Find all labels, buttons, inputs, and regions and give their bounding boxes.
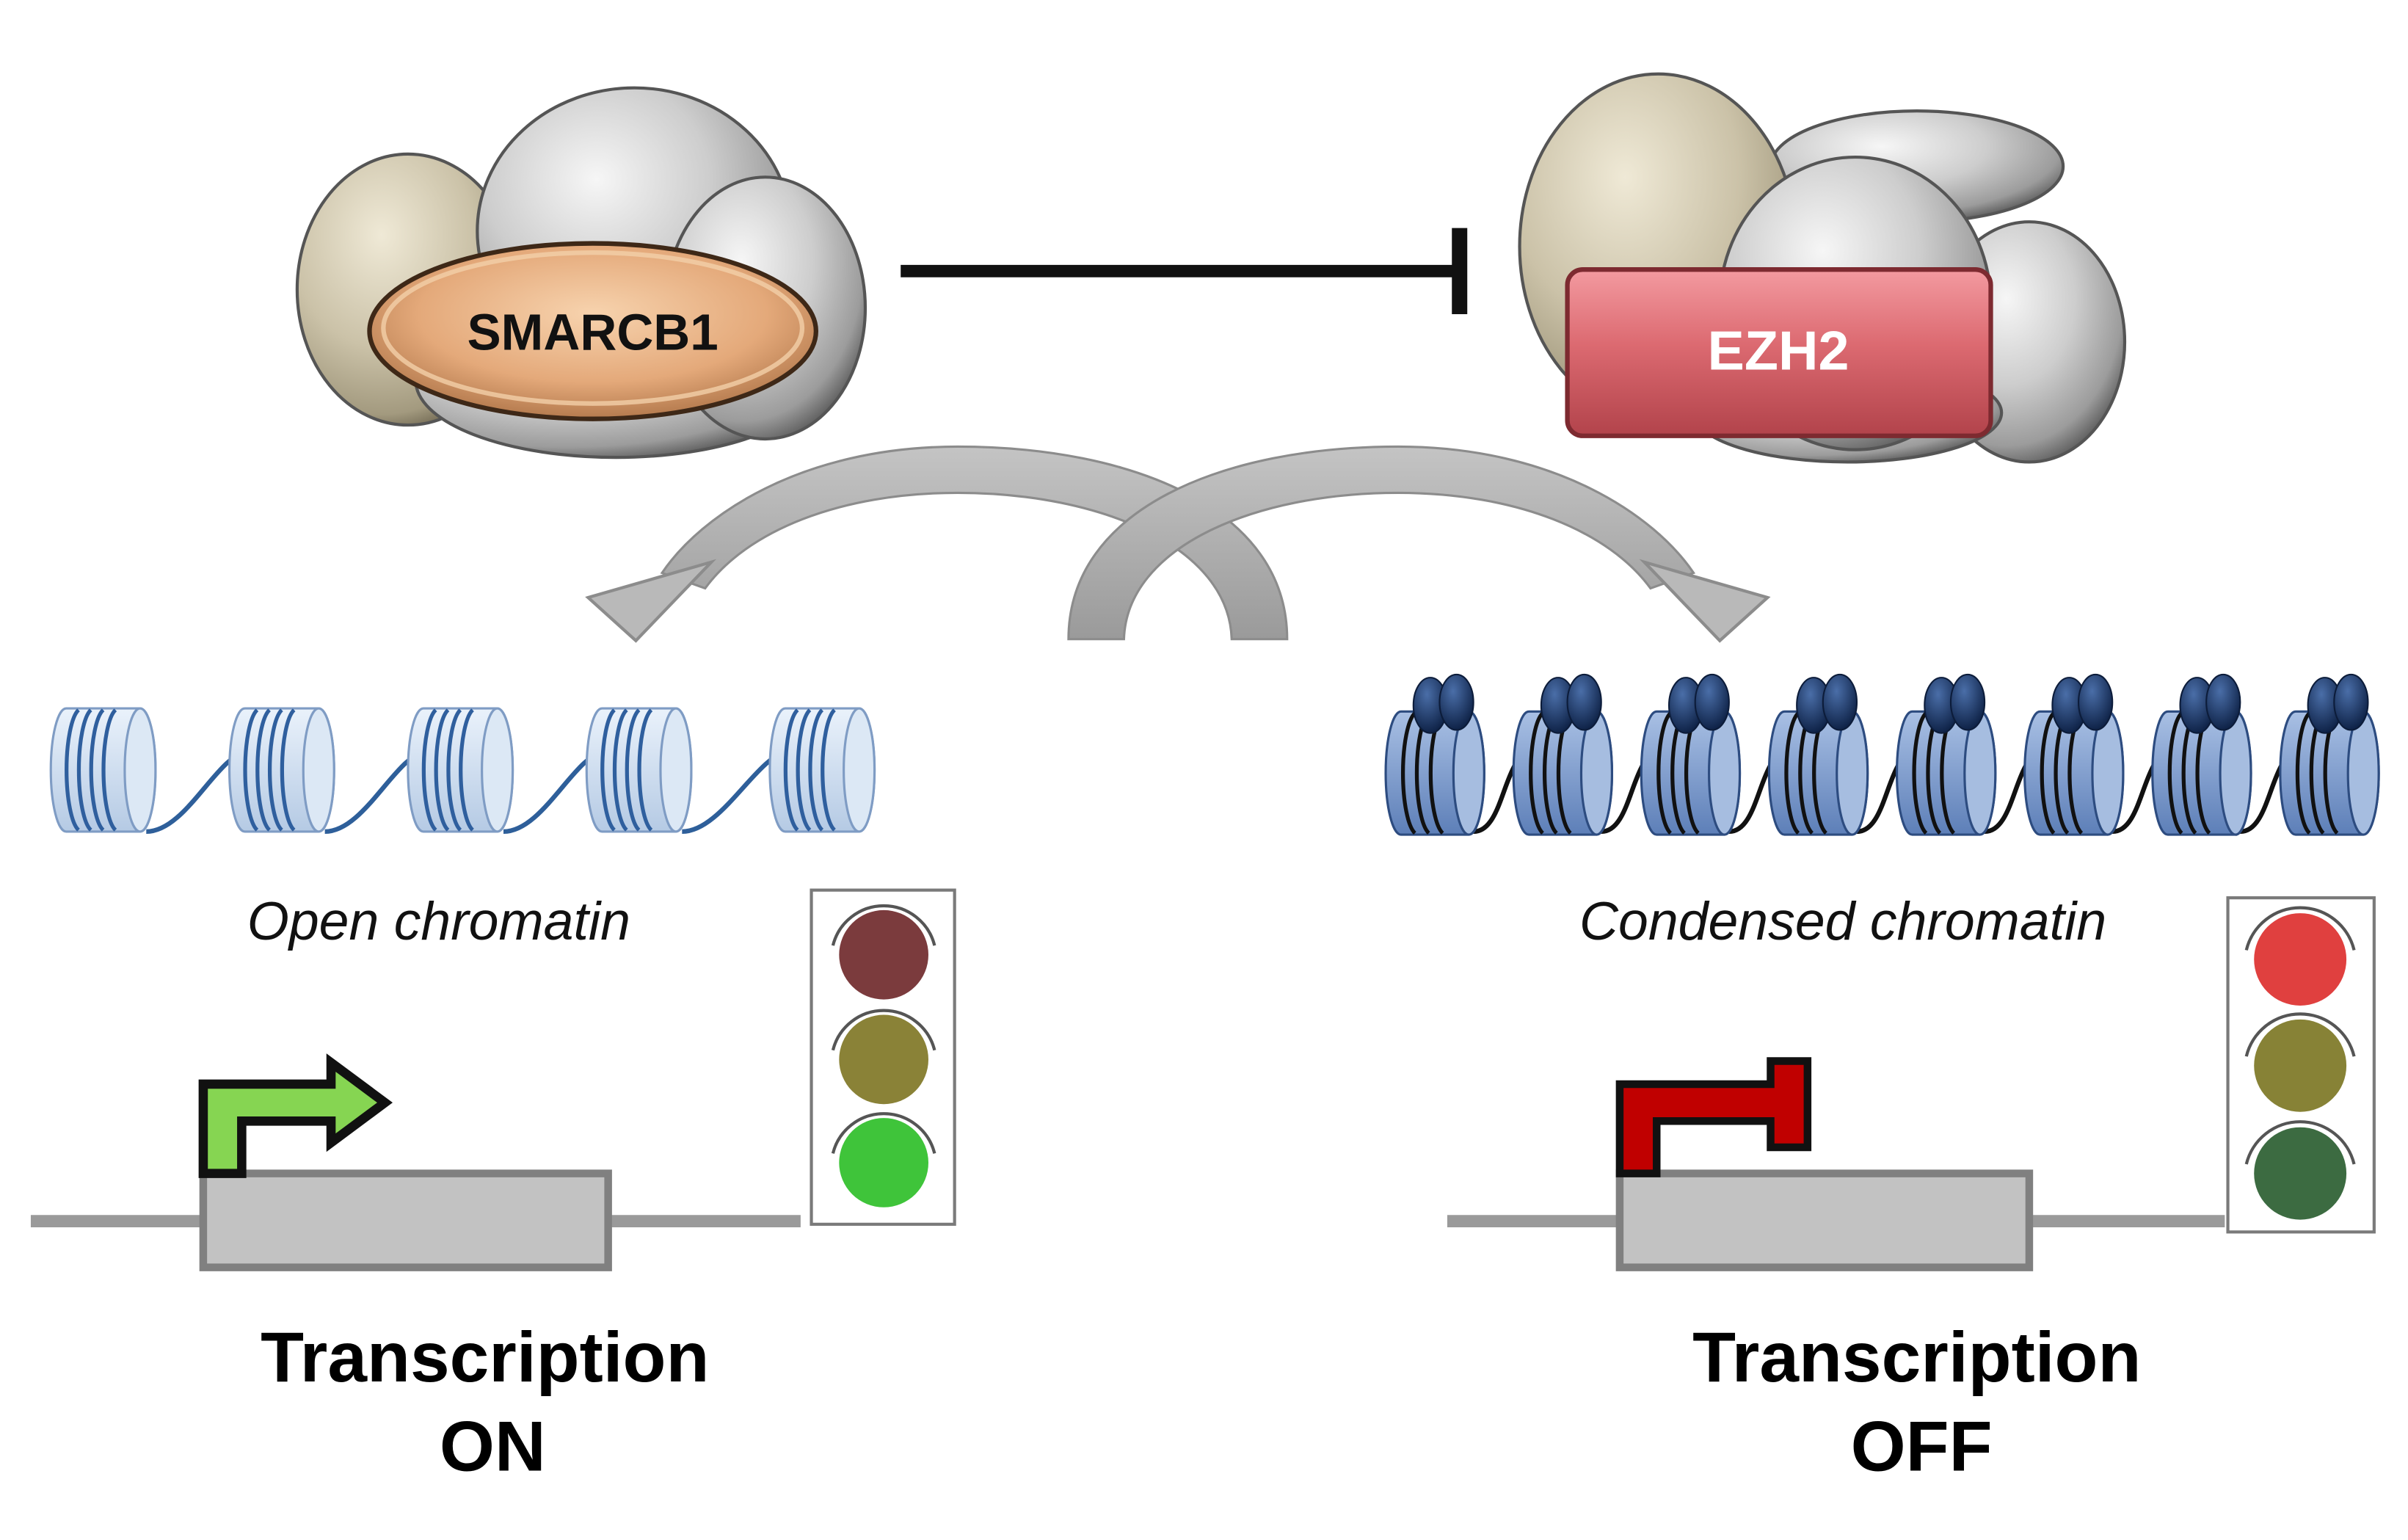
histone-tail-mark	[1566, 673, 1602, 731]
histone-tail-mark	[2333, 673, 2369, 731]
dna-wrap	[808, 708, 824, 832]
promoter-arrow-on	[198, 1053, 393, 1178]
arrow-body	[660, 445, 1289, 641]
dna-wrap	[1400, 711, 1416, 835]
light-top-red	[2254, 913, 2347, 1006]
light-visor	[2244, 1120, 2356, 1165]
traffic-light-right	[2226, 896, 2376, 1234]
transcription-off-line2: OFF	[1851, 1408, 1993, 1486]
arrow-body	[1067, 445, 1696, 641]
dna-wrap	[1912, 711, 1928, 835]
light-visor	[2244, 906, 2356, 951]
dna-wrap	[1784, 711, 1800, 835]
nucleosome-face	[659, 707, 693, 833]
light-visor	[831, 1112, 936, 1154]
histone-tail-mark	[1822, 673, 1858, 731]
dna-wrap	[267, 708, 283, 832]
open-chromatin-fiber	[49, 707, 876, 835]
condensed-nucleosome	[2151, 673, 2252, 836]
dna-wrap	[783, 708, 799, 832]
histone-tail-mark	[1949, 673, 1986, 731]
ezh2-complex: EZH2	[1518, 72, 2127, 464]
light-visor	[831, 904, 936, 946]
dna-wrap	[421, 708, 437, 832]
open-nucleosome	[585, 707, 693, 833]
dna-wrap	[255, 708, 272, 832]
condensed-nucleosome	[1640, 673, 1742, 836]
nucleosome-face	[481, 707, 514, 833]
nucleosome-face	[123, 707, 157, 833]
ezh2-label: EZH2	[1707, 321, 1849, 382]
transcription-on-line2: ON	[440, 1408, 546, 1486]
gene-box	[199, 1169, 612, 1271]
light-visor	[831, 1009, 936, 1051]
light-top-red	[839, 909, 928, 1000]
gene-box	[1615, 1169, 2034, 1271]
light-middle-yellow	[2254, 1019, 2347, 1112]
condensed-chromatin-fiber	[1384, 673, 2380, 836]
curved-arrow-to-open	[585, 445, 1289, 643]
open-nucleosome	[49, 707, 157, 833]
nucleosome-face	[302, 707, 335, 833]
light-bottom-green	[839, 1118, 928, 1207]
histone-tail-mark	[2205, 673, 2241, 731]
transcription-on-line1: Transcription	[261, 1318, 709, 1397]
dna-wrap	[280, 708, 296, 832]
smarcb1-label: SMARCB1	[468, 303, 719, 360]
ezh2-subunit	[1565, 267, 1993, 438]
dna-wrap	[1529, 711, 1544, 835]
condensed-nucleosome	[2279, 673, 2380, 836]
dna-wrap	[625, 708, 641, 832]
condensed-nucleosome	[1895, 673, 1997, 836]
dna-wrap	[796, 708, 812, 832]
dna-wrap	[637, 708, 653, 832]
traffic-light-left	[810, 888, 956, 1226]
condensed-nucleosome	[2023, 673, 2125, 836]
dna-wrap	[459, 708, 474, 832]
light-visor	[2244, 1012, 2356, 1057]
dna-wrap	[2167, 711, 2183, 835]
smarcb1-complex: SMARCB1	[295, 86, 867, 460]
gene-active	[30, 1053, 801, 1271]
gene-silenced	[1447, 1057, 2225, 1271]
dna-wrap	[2040, 711, 2056, 835]
dna-wrap	[243, 708, 259, 832]
dna-wrap	[65, 708, 80, 832]
dna-wrap	[101, 708, 117, 832]
condensed-nucleosome	[1767, 673, 1869, 836]
histone-tail-mark	[1438, 673, 1474, 731]
dna-wrap	[89, 708, 105, 832]
smarcb1-subunit	[367, 241, 818, 421]
condensed-chromatin-label: Condensed chromatin	[1579, 891, 2106, 951]
dna-wrap	[821, 708, 836, 832]
transcription-off-line1: Transcription	[1692, 1318, 2141, 1397]
light-middle-yellow	[839, 1014, 928, 1105]
condensed-nucleosome	[1512, 673, 1613, 836]
dna-wrap	[612, 708, 628, 832]
light-bottom-green	[2254, 1127, 2347, 1220]
nucleosome-face	[843, 707, 876, 833]
inhibition-arrow	[901, 228, 1468, 315]
dna-wrap	[434, 708, 450, 832]
dna-wrap	[1656, 711, 1673, 835]
smarcb1-subunit-rim	[381, 250, 805, 406]
open-nucleosome	[228, 707, 335, 833]
arrowhead	[585, 559, 717, 643]
condensed-nucleosome	[1384, 673, 1485, 836]
histone-tail-mark	[2078, 673, 2114, 731]
arrowhead	[1639, 559, 1771, 643]
dna-wrap	[2295, 711, 2311, 835]
open-nucleosome	[407, 707, 514, 833]
dna-wrap	[600, 708, 616, 832]
open-chromatin-label: Open chromatin	[247, 891, 630, 951]
dna-wrap	[76, 708, 92, 832]
open-nucleosome	[768, 707, 876, 833]
curved-arrow-to-condensed	[1067, 445, 1771, 643]
promoter-block-off	[1615, 1057, 1812, 1177]
histone-tail-mark	[1694, 673, 1730, 731]
dna-wrap	[446, 708, 462, 832]
